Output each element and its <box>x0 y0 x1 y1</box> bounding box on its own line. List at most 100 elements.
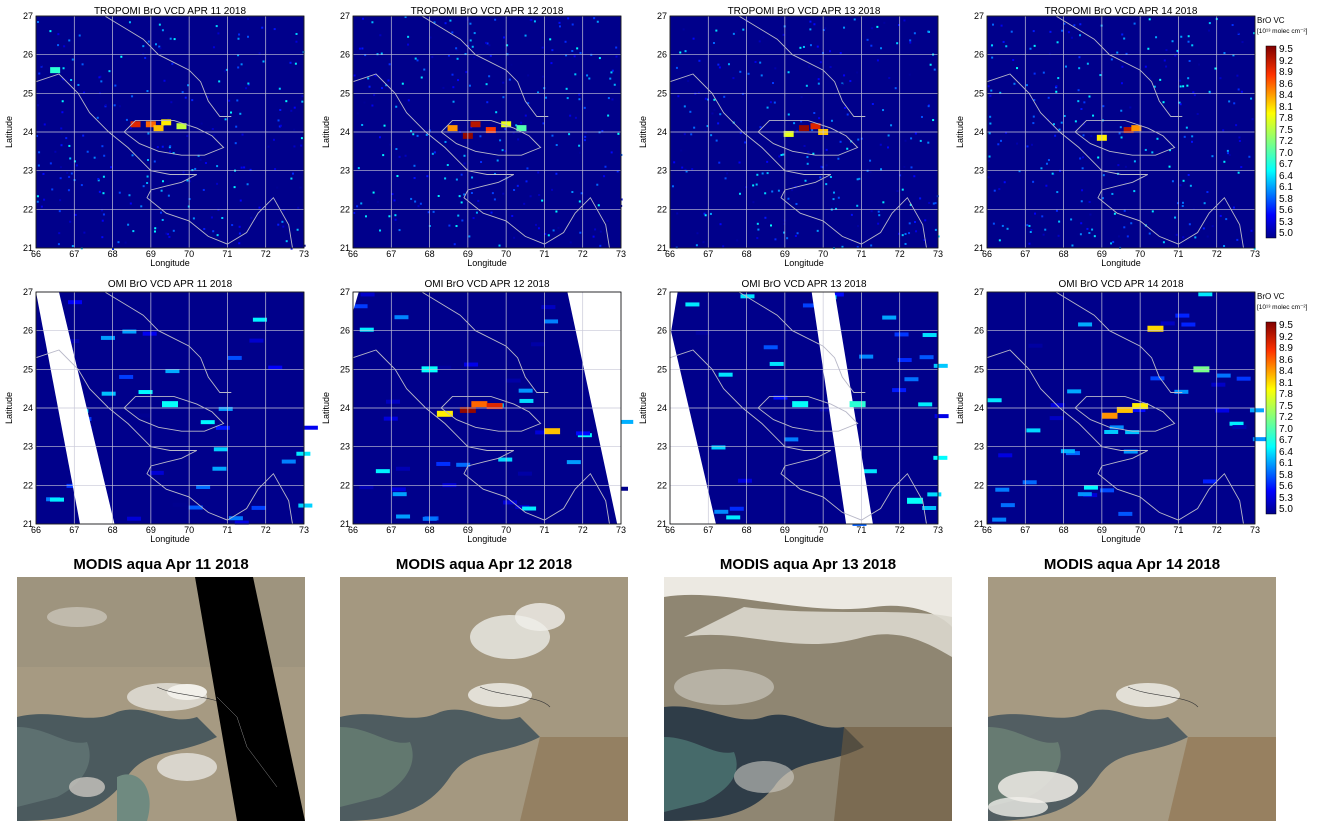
background-pixel <box>153 160 156 163</box>
background-pixel <box>1159 78 1162 81</box>
background-pixel <box>376 200 379 203</box>
background-pixel <box>407 99 410 102</box>
background-pixel <box>913 221 916 224</box>
x-tick-label: 66 <box>31 525 41 535</box>
background-pixel <box>1160 321 1175 326</box>
background-pixel <box>825 183 828 186</box>
background-pixel <box>877 210 880 213</box>
background-pixel <box>61 100 64 103</box>
background-pixel <box>473 56 476 59</box>
background-pixel <box>224 118 227 121</box>
x-tick-label: 73 <box>933 525 943 535</box>
background-pixel <box>1178 101 1181 104</box>
background-pixel <box>777 189 780 192</box>
x-tick-label: 70 <box>184 525 194 535</box>
background-pixel <box>752 184 755 187</box>
background-pixel <box>1028 242 1031 245</box>
background-pixel <box>1078 67 1081 70</box>
hotspot-pixel <box>783 130 794 137</box>
background-pixel <box>1211 155 1214 158</box>
background-pixel <box>1091 228 1094 231</box>
background-pixel <box>1175 233 1178 236</box>
background-pixel <box>217 32 220 35</box>
background-pixel <box>609 77 612 80</box>
background-pixel <box>186 134 189 137</box>
x-tick-label: 69 <box>1097 249 1107 259</box>
background-pixel <box>1233 102 1236 105</box>
background-pixel <box>125 118 128 121</box>
background-pixel <box>829 65 832 68</box>
background-pixel <box>57 33 60 36</box>
background-pixel <box>104 104 107 107</box>
background-pixel <box>736 239 739 242</box>
background-pixel <box>142 52 145 55</box>
background-pixel <box>1232 206 1235 209</box>
background-pixel <box>225 20 228 23</box>
background-pixel <box>726 515 741 520</box>
background-pixel <box>191 99 194 102</box>
background-pixel <box>367 77 370 80</box>
background-pixel <box>358 47 361 50</box>
background-pixel <box>818 117 821 120</box>
background-pixel <box>901 188 904 191</box>
y-tick-label: 25 <box>657 88 667 98</box>
background-pixel <box>42 172 45 175</box>
background-pixel <box>927 141 930 144</box>
background-pixel <box>218 83 221 86</box>
background-pixel <box>870 210 873 213</box>
background-pixel <box>756 173 759 176</box>
background-pixel <box>1090 135 1093 138</box>
background-pixel <box>146 182 149 185</box>
background-pixel <box>927 105 930 108</box>
background-pixel <box>294 62 297 65</box>
background-pixel <box>249 168 252 171</box>
background-pixel <box>997 143 1000 146</box>
background-pixel <box>447 54 450 57</box>
background-pixel <box>876 25 879 28</box>
background-pixel <box>806 156 809 159</box>
background-pixel <box>593 17 596 20</box>
background-pixel <box>249 338 264 343</box>
background-pixel <box>879 143 882 146</box>
background-pixel <box>230 173 233 176</box>
x-tick-label: 73 <box>299 249 309 259</box>
background-pixel <box>527 74 530 77</box>
y-tick-label: 23 <box>657 166 667 176</box>
x-tick-label: 67 <box>386 525 396 535</box>
hotspot-pixel <box>1101 412 1118 419</box>
background-pixel <box>86 150 89 153</box>
background-pixel <box>353 304 368 309</box>
background-pixel <box>599 230 602 233</box>
background-pixel <box>1052 123 1055 126</box>
background-pixel <box>293 106 296 109</box>
y-tick-label: 22 <box>23 204 33 214</box>
background-pixel <box>1080 222 1083 225</box>
background-pixel <box>187 84 190 87</box>
background-pixel <box>1191 44 1194 47</box>
background-pixel <box>490 211 493 214</box>
background-pixel <box>987 85 990 88</box>
colorbar-tick-label: 9.5 <box>1279 44 1293 55</box>
background-pixel <box>551 134 554 137</box>
background-pixel <box>774 238 777 241</box>
background-pixel <box>1061 29 1064 32</box>
background-pixel <box>1194 236 1197 239</box>
background-pixel <box>1130 222 1133 225</box>
background-pixel <box>999 91 1002 94</box>
background-pixel <box>427 211 430 214</box>
x-tick-label: 68 <box>108 525 118 535</box>
background-pixel <box>410 130 413 133</box>
y-tick-label: 27 <box>340 287 350 297</box>
background-pixel <box>291 172 294 175</box>
background-pixel <box>385 84 388 87</box>
background-pixel <box>303 244 306 247</box>
background-pixel <box>803 144 806 147</box>
colorbar-tick-label: 6.7 <box>1279 159 1293 170</box>
background-pixel <box>813 23 816 26</box>
background-pixel <box>65 137 68 140</box>
background-pixel <box>1230 104 1233 107</box>
colorbar-gradient <box>1265 45 1277 239</box>
